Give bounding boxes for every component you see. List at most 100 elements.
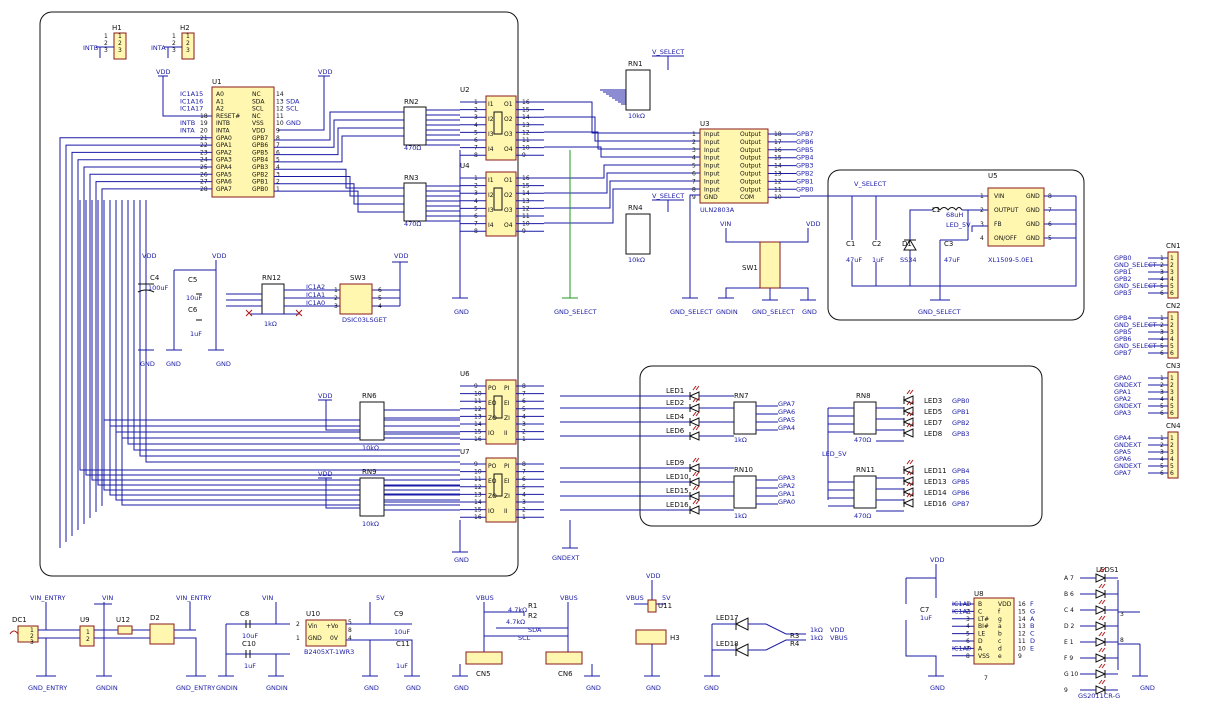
svg-text:D2: D2 (150, 614, 160, 622)
svg-text:12: 12 (1018, 631, 1026, 638)
svg-text:O4: O4 (504, 146, 513, 153)
svg-text:4: 4 (692, 155, 696, 162)
svg-text:F: F (1030, 600, 1034, 608)
u1-pin-num: 4 (276, 164, 280, 171)
svg-text:Input: Input (704, 139, 720, 146)
svg-text:LEDS1: LEDS1 (1096, 566, 1119, 574)
svg-text:BI#: BI# (978, 623, 989, 630)
svg-text:B: B (1030, 622, 1034, 630)
svg-text:GND: GND (1026, 207, 1040, 214)
u1-gpa-wire (65, 144, 212, 542)
svg-text:GNDEXT: GNDEXT (552, 554, 579, 562)
u1-net-label: INTB (180, 119, 195, 127)
svg-text:I1: I1 (488, 101, 494, 108)
svg-text:V_SELECT: V_SELECT (854, 180, 886, 188)
u1-pin-name: NC (252, 113, 261, 120)
svg-text:13: 13 (1018, 623, 1026, 630)
svg-text:DSIC03LSGET: DSIC03LSGET (342, 316, 387, 324)
svg-text:ULN2803A: ULN2803A (700, 206, 735, 214)
svg-text:VIN_ENTRY: VIN_ENTRY (30, 594, 66, 602)
svg-text:Vin: Vin (308, 623, 318, 630)
svg-text:GND: GND (704, 194, 718, 201)
svg-text:C7: C7 (920, 606, 929, 614)
svg-text:GND_SELECT: GND_SELECT (918, 308, 961, 316)
svg-text:RN9: RN9 (362, 468, 377, 476)
svg-text:5: 5 (1170, 463, 1174, 470)
svg-text:3: 3 (118, 47, 122, 54)
svg-text:GNDIN: GNDIN (96, 684, 118, 692)
svg-text:VSS: VSS (978, 653, 990, 660)
svg-text:D: D (978, 638, 983, 645)
svg-text:1: 1 (172, 33, 176, 40)
svg-text:ON/OFF: ON/OFF (994, 235, 1017, 242)
svg-text:6: 6 (1170, 350, 1174, 357)
svg-text:GND: GND (1026, 235, 1040, 242)
svg-text:GND: GND (216, 360, 231, 368)
svg-text:9: 9 (1064, 687, 1068, 694)
svg-text:SCL: SCL (518, 634, 531, 642)
rn3-resistor-network: RN3 470Ω (403, 174, 427, 228)
svg-text:R1: R1 (528, 602, 537, 610)
u1-net-label: IC1A15 (180, 90, 203, 98)
svg-text:LT#: LT# (978, 616, 989, 623)
svg-text:1kΩ: 1kΩ (734, 512, 747, 520)
u1-pin-name: SCL (252, 106, 264, 113)
svg-text:6: 6 (378, 287, 382, 294)
svg-text:Output: Output (740, 178, 761, 185)
rn2-resistor-network: RN2 470Ω (403, 98, 427, 152)
svg-text:GPB1: GPB1 (1114, 268, 1132, 276)
svg-text:A: A (1030, 615, 1035, 623)
svg-text:GPB7: GPB7 (796, 130, 814, 138)
svg-text:DC1: DC1 (12, 616, 27, 624)
opto-top-power: GND GND_SELECT (452, 150, 597, 316)
u1-net-label: SCL (286, 105, 299, 113)
svg-text:H2: H2 (180, 24, 190, 32)
u1-pin-name: GPA2 (216, 149, 232, 156)
svg-text:U8: U8 (974, 590, 984, 598)
svg-text:1: 1 (692, 131, 696, 138)
u1-pin-name: GPB3 (252, 164, 268, 171)
svg-text:OUTPUT: OUTPUT (994, 207, 1019, 214)
svg-text:LED1: LED1 (666, 387, 684, 395)
rn12-resistor-network: RN12 1kΩ (226, 261, 408, 328)
svg-text:6: 6 (1170, 290, 1174, 297)
u1-pin-name: GPB2 (252, 171, 268, 178)
svg-text:GND: GND (1140, 684, 1155, 692)
svg-text:VIN: VIN (720, 220, 731, 228)
rn10-resistor-network: RN10 1kΩ GPA3 GPA2 GPA1 GPA0 (733, 466, 795, 520)
u1-pin-name: GPA1 (216, 142, 232, 149)
power-indicator-leds: LED17 LED18 R3 1kΩ R4 1kΩ VDD VBUS GND (704, 614, 848, 692)
svg-text:XL1509-5.0E1: XL1509-5.0E1 (988, 256, 1034, 264)
svg-text:LED11: LED11 (924, 467, 947, 475)
svg-text:RN11: RN11 (856, 466, 875, 474)
svg-text:IO: IO (488, 430, 495, 437)
svg-text:GPA6: GPA6 (778, 408, 795, 416)
u1-pin-num: 5 (276, 157, 280, 164)
svg-text:1kΩ: 1kΩ (264, 320, 277, 328)
svg-text:VIN: VIN (994, 193, 1004, 200)
svg-text:5: 5 (1170, 283, 1174, 290)
svg-text:6: 6 (1170, 410, 1174, 417)
u1-gpa-wire (83, 166, 212, 524)
u1-pin-name: RESET# (216, 113, 240, 120)
svg-text:GND_SELECT: GND_SELECT (670, 308, 713, 316)
svg-text:H3: H3 (670, 634, 680, 642)
u1-gpb-wire (274, 176, 404, 197)
svg-text:5: 5 (348, 619, 352, 626)
svg-text:Input: Input (704, 186, 720, 193)
svg-text:GPB3: GPB3 (796, 162, 814, 170)
svg-text:VBUS: VBUS (476, 594, 494, 602)
svg-text:I3: I3 (488, 207, 494, 214)
svg-text:GND: GND (166, 360, 181, 368)
svg-text:8: 8 (348, 627, 352, 634)
svg-text:EO: EO (488, 478, 497, 485)
svg-text:4: 4 (378, 303, 382, 310)
svg-text:U12: U12 (116, 616, 130, 624)
u1-pin-name: GPA4 (216, 164, 232, 171)
svg-text:68uH: 68uH (946, 211, 963, 219)
svg-text:I2: I2 (488, 192, 494, 199)
svg-text:VDD: VDD (830, 626, 844, 634)
svg-text:GPB4: GPB4 (796, 154, 814, 162)
svg-text:6: 6 (1170, 470, 1174, 477)
svg-text:GNDEXT: GNDEXT (1114, 381, 1141, 389)
